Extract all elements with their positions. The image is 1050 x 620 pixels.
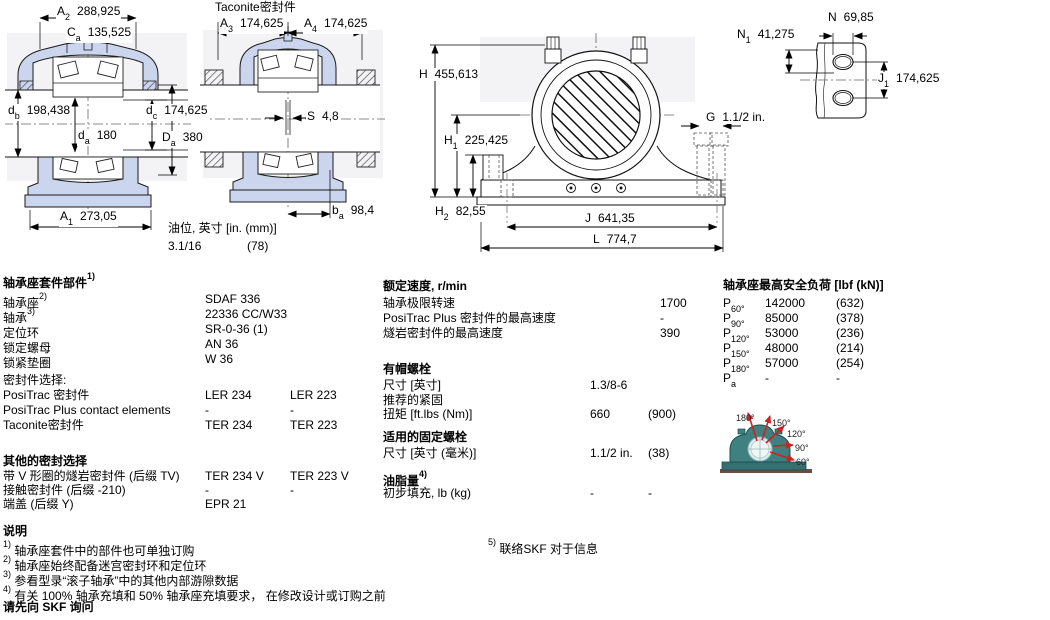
notes-header: 说明 — [3, 524, 28, 538]
front-view — [430, 33, 741, 252]
cap-screw-size-row: 尺寸 [英寸]1.3/8-6 — [383, 378, 628, 392]
grease-fill-row: 初步填充, lb (kg)-- — [383, 486, 652, 500]
seals-header: 密封件选择: — [3, 373, 67, 387]
speed-row-positrac-plus: PosiTrac Plus 密封件的最高速度- — [383, 311, 664, 325]
angle-label-90: 90° — [795, 443, 809, 453]
note-5: 5) 联络SKF 对于信息 — [488, 537, 599, 556]
load-row-p150: P150°48000(214) — [723, 341, 865, 360]
load-row-p60: P60°142000(632) — [723, 296, 865, 315]
other-seal-row-endcover: 端盖 (后缀 Y)EPR 21 — [3, 497, 247, 511]
parts-header: 轴承座套件部件1) — [3, 271, 96, 290]
cap-screw-torque-row: 扭矩 [ft.lbs (Nm)]660(900) — [383, 407, 677, 421]
angle-label-60: 60° — [796, 457, 810, 467]
sectional-view-2 — [197, 22, 385, 218]
grease-header: 油脂量4) — [383, 469, 428, 488]
other-seals-header: 其他的密封选择 — [3, 454, 88, 468]
base-plate-view — [785, 32, 888, 119]
cap-screws-header: 有帽螺栓 — [383, 362, 432, 376]
other-seal-row-contact: 接触密封件 (后缀 -210)-- — [3, 483, 294, 497]
load-row-p180: P180°57000(254) — [723, 356, 865, 375]
parts-row-housing: 轴承座2)SDAF 336 — [3, 291, 261, 310]
oil-level-value: 3.1/16(78) — [168, 239, 269, 253]
load-row-pa: Pa-- — [723, 371, 840, 390]
attach-bolts-header: 适用的固定螺栓 — [383, 430, 468, 444]
sectional-view-1 — [5, 14, 191, 230]
speeds-header: 额定速度, r/min — [383, 279, 468, 293]
oil-level-label: 油位, 英寸 [in. (mm)] — [168, 221, 277, 235]
note-2: 2) 轴承座始终配备迷宫密封环和定位环 — [3, 554, 207, 573]
note-3: 3) 参看型录“滚子轴承”中的其他内部游隙数据 — [3, 569, 239, 588]
cap-screw-torque-label1: 推荐的紧固 — [383, 393, 444, 407]
parts-row-bearing: 轴承3)22336 CC/W33 — [3, 306, 288, 325]
seal-row-positrac-plus: PosiTrac Plus contact elements-- — [3, 403, 294, 417]
load-direction-illustration — [720, 412, 812, 473]
note-4: 4) 有关 100% 轴承充填和 50% 轴承座充填要求， 在修改设计或订购之前 — [3, 584, 386, 603]
loads-header: 轴承座最高安全负荷 [lbf (kN)] — [723, 278, 884, 292]
angle-label-150: 150° — [772, 418, 791, 428]
view2-title: Taconite密封件 — [214, 0, 297, 14]
note-1: 1) 轴承座套件中的部件也可单独订购 — [3, 539, 195, 558]
angle-label-120: 120° — [787, 429, 806, 439]
note-footer: 请先向 SKF 询问 — [3, 600, 94, 614]
load-row-p90: P90°85000(378) — [723, 311, 865, 330]
load-row-p120: P120°53000(236) — [723, 326, 865, 345]
angle-label-180: 180° — [736, 413, 755, 423]
attach-bolt-size-row: 尺寸 [英寸 (毫米)]1.1/2 in.(38) — [383, 446, 670, 460]
